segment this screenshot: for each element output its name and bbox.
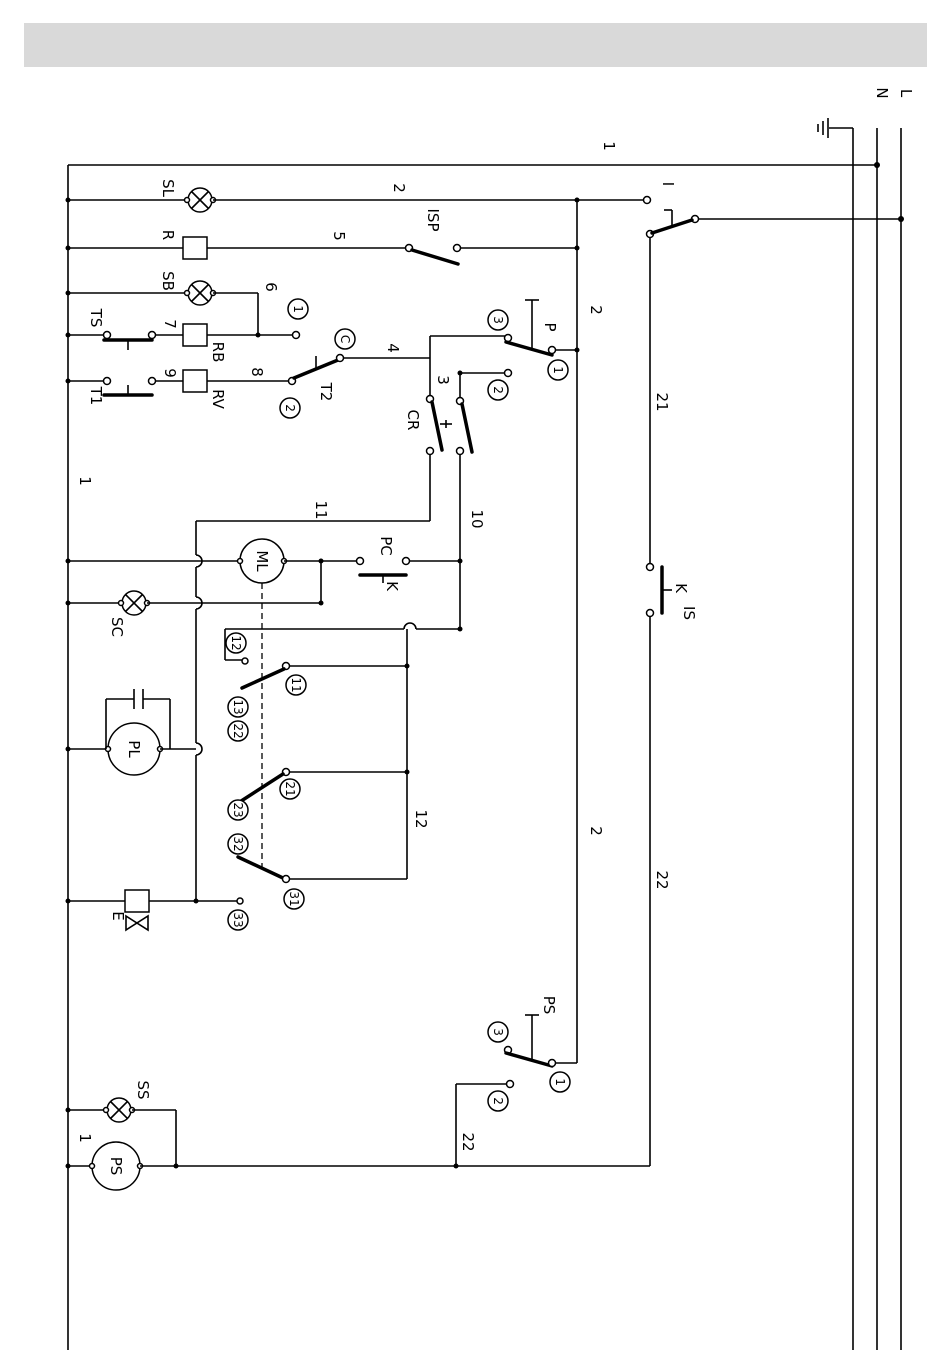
cam-timer: 12 11 13 22 21 23 32 31 12 33 <box>225 583 460 930</box>
label-e: E <box>109 911 127 920</box>
label-pc: PC <box>377 536 395 556</box>
wire-11: 11 <box>194 455 431 904</box>
motor-ml: ML <box>238 539 358 603</box>
label-ml: ML <box>253 550 271 572</box>
terminal-21: 21 <box>283 781 297 796</box>
switch-t1: T1 9 <box>87 368 183 405</box>
label-ss: SS <box>134 1080 152 1099</box>
wire-21-label: 21 <box>653 392 671 411</box>
terminal-c: C <box>338 335 352 343</box>
wire-2-right-label-a: 2 <box>587 305 605 315</box>
switch-pc: PC K <box>357 536 410 592</box>
rail-l-label: L <box>897 89 915 98</box>
wire-4: 4 <box>344 336 505 395</box>
wire-6: 6 1 <box>213 282 308 338</box>
label-sb: SB <box>159 271 177 291</box>
label-ps-switch: PS <box>540 996 558 1015</box>
wire-5-label: 5 <box>330 231 348 241</box>
terminal-13: 13 <box>231 699 245 714</box>
switch-isp: 5 ISP <box>207 209 461 265</box>
label-sl: SL <box>159 179 177 198</box>
terminal-33: 33 <box>231 912 245 927</box>
label-pc-k: K <box>383 581 401 592</box>
wire-9-label: 9 <box>161 368 179 378</box>
label-isp: ISP <box>424 209 442 232</box>
ps-terminal-2: 2 <box>491 1097 505 1105</box>
switch-p: 3 1 P <box>488 300 568 380</box>
terminal-12: 12 <box>229 635 243 650</box>
label-rv: RV <box>209 389 227 410</box>
terminal-1-p: 1 <box>551 366 565 374</box>
main-switch-i: I <box>644 182 905 238</box>
relay-rv: 8 RV <box>183 367 289 409</box>
relay-cr: 3 2 CR <box>404 370 512 455</box>
label-is: IS <box>680 606 698 620</box>
switch-is: IS K <box>647 564 699 620</box>
wire-2-top-label: 2 <box>390 183 408 193</box>
label-p: P <box>541 322 559 331</box>
wire-6-label: 6 <box>262 282 280 292</box>
wire-12-label: 12 <box>412 809 430 828</box>
wire-2-right-label-b: 2 <box>587 826 605 836</box>
relay-r: R <box>159 230 207 259</box>
wire-1-top-label: 1 <box>600 141 618 151</box>
valve-e: E <box>109 890 237 930</box>
wire-1-left-label: 1 <box>76 476 94 486</box>
ps-terminal-3: 3 <box>491 1028 505 1036</box>
wire-21: 21 <box>650 238 671 563</box>
switch-ts: TS 7 <box>87 308 183 350</box>
label-t2: T2 <box>317 382 335 402</box>
label-rb: RB <box>209 342 227 363</box>
label-pl: PL <box>125 740 143 758</box>
wire-2: 2 2 2 <box>213 183 644 1063</box>
wire-7-label: 7 <box>161 319 179 329</box>
pump-pl: PL <box>106 689 197 775</box>
wire-1: 1 1 1 <box>66 141 881 1350</box>
wire-4-label: 4 <box>384 343 402 353</box>
terminal-22: 22 <box>231 723 245 738</box>
wire-8-label: 8 <box>248 367 266 377</box>
lamp-sb: SB <box>159 271 216 305</box>
label-ts: TS <box>87 308 105 328</box>
wire-10-label: 10 <box>468 509 486 528</box>
power-rails: N L <box>818 87 915 1350</box>
ground-icon <box>818 118 828 138</box>
wire-11-label: 11 <box>312 500 330 519</box>
wire-3-label: 3 <box>434 375 452 385</box>
lamp-sc: SC <box>108 591 324 637</box>
terminal-32: 32 <box>231 836 245 851</box>
motor-ps: PS <box>90 1142 177 1190</box>
terminal-1: 1 <box>291 305 305 313</box>
lamp-sl: SL <box>159 179 216 212</box>
label-cr: CR <box>404 410 422 431</box>
wire-10: 10 <box>409 455 486 632</box>
ps-terminal-1: 1 <box>553 1078 567 1086</box>
label-sc: SC <box>108 617 126 637</box>
wire-1-bottom-label: 1 <box>76 1133 94 1143</box>
wire-22-label-b: 22 <box>459 1132 477 1151</box>
relay-rb: RB <box>183 324 258 362</box>
terminal-31: 31 <box>287 891 301 906</box>
pressure-switch-ps: 3 1 2 PS <box>488 996 570 1111</box>
wire-22: 22 22 <box>174 617 672 1169</box>
label-i: I <box>659 182 677 186</box>
wire-22-label-a: 22 <box>653 870 671 889</box>
terminal-23: 23 <box>231 802 245 817</box>
label-ps-motor: PS <box>107 1157 125 1176</box>
terminal-2-cr: 2 <box>491 386 505 394</box>
switch-t2: 2 C T2 <box>280 329 355 418</box>
rail-n-label: N <box>873 87 891 98</box>
label-is-k: K <box>672 583 690 594</box>
label-t1: T1 <box>87 386 105 406</box>
terminal-3-p: 3 <box>491 316 505 324</box>
terminal-11: 11 <box>289 677 303 692</box>
terminal-2-t2: 2 <box>283 404 297 412</box>
label-r: R <box>159 230 177 240</box>
